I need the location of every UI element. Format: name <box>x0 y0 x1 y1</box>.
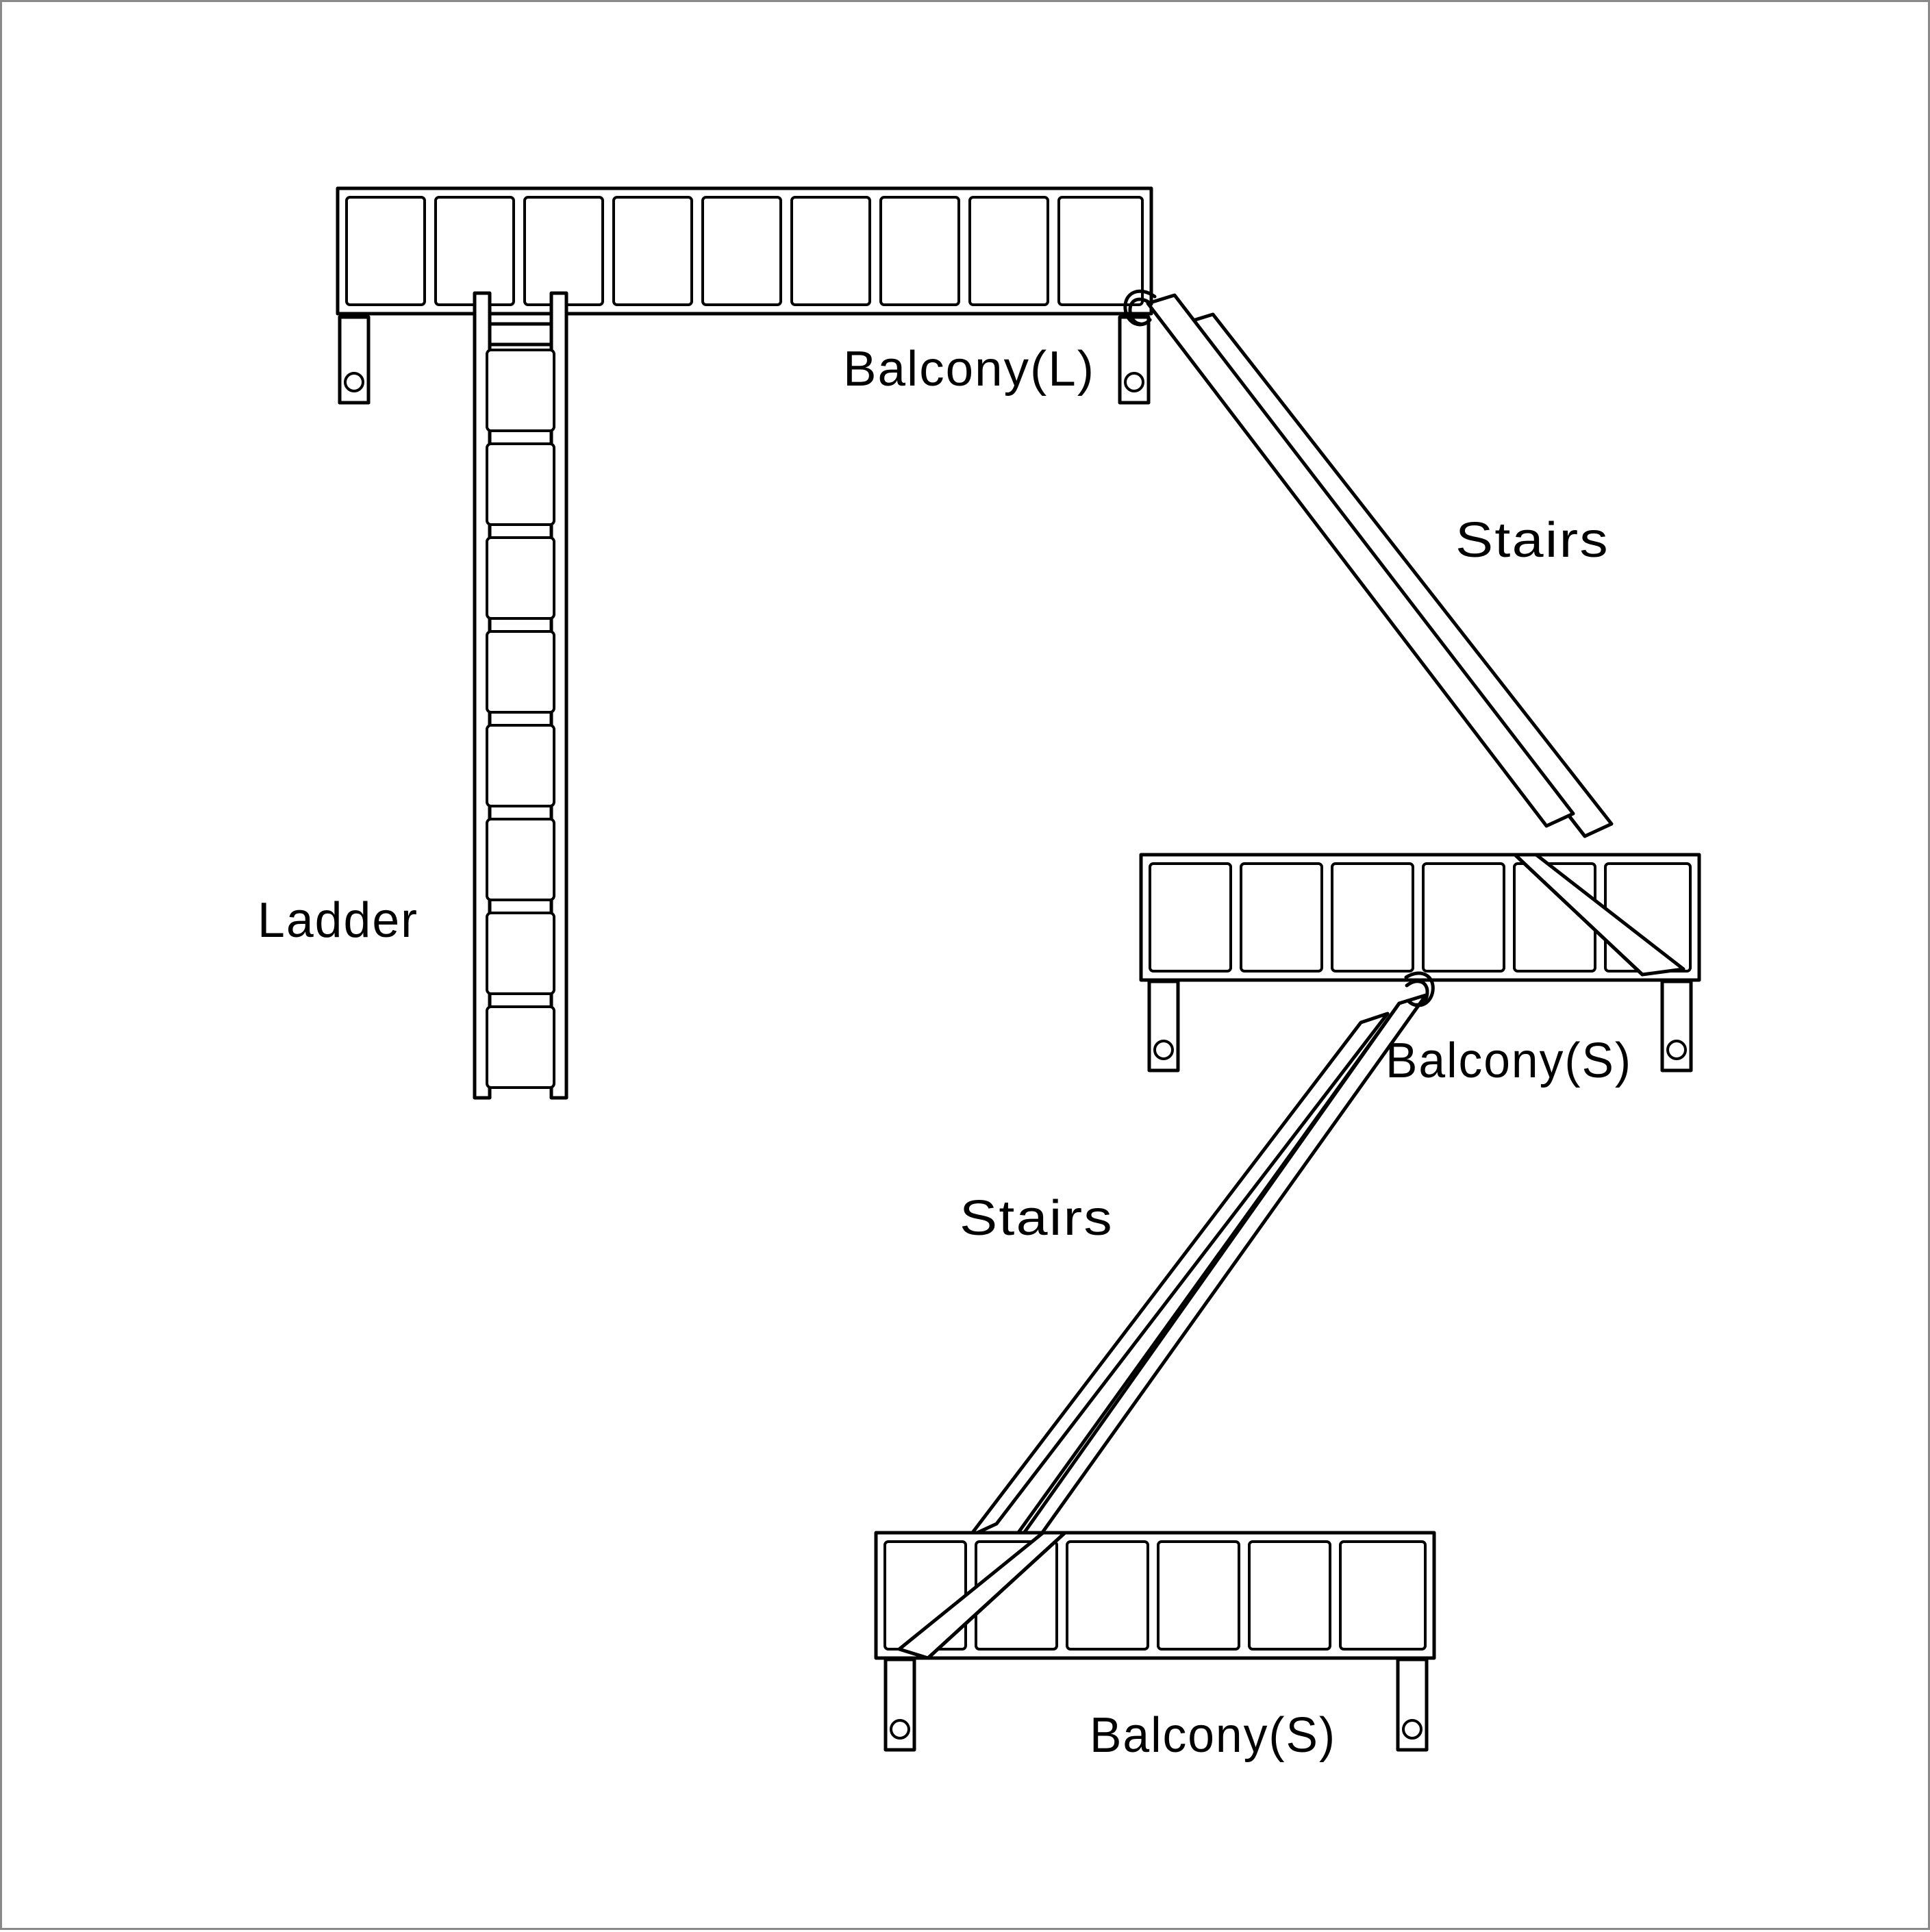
stairs-lower-stringer-back <box>968 1012 1390 1538</box>
bolt-hole-icon <box>1153 1040 1174 1060</box>
balcony-small-bottom-cells <box>883 1540 1427 1651</box>
balcony-cell <box>1157 1540 1240 1651</box>
label-ladder: Ladder <box>258 893 418 948</box>
balcony-cell <box>1422 862 1505 973</box>
balcony-small-mid-cells <box>1149 862 1692 973</box>
ladder-rung <box>486 912 555 995</box>
balcony-cell <box>879 196 960 306</box>
balcony-cell <box>523 196 604 306</box>
stairs-upper-tail-overlay <box>1513 853 1685 977</box>
ladder-rung <box>486 1005 555 1089</box>
balcony-cell <box>434 196 515 306</box>
bolt-hole-icon <box>1402 1719 1423 1740</box>
stairs-lower-stringer-front <box>1006 993 1428 1557</box>
ladder-rung <box>486 536 555 620</box>
stairs-lower-group[interactable] <box>926 971 1435 1660</box>
balcony-cell <box>701 196 782 306</box>
label-balcony-small-bottom: Balcony(S) <box>1090 1708 1336 1763</box>
stairs-upper-stringer-front <box>1146 293 1575 828</box>
bolt-hole-icon <box>1124 372 1144 392</box>
balcony-cell <box>1066 1540 1149 1651</box>
balcony-small-bottom-group[interactable] <box>874 1531 1436 1752</box>
ladder-rung <box>486 630 555 714</box>
balcony-cell <box>345 196 426 306</box>
bolt-hole-icon <box>344 372 364 392</box>
balcony-cell <box>1240 862 1323 973</box>
balcony-cell <box>612 196 693 306</box>
balcony-cell <box>1339 1540 1427 1651</box>
ladder-rung <box>486 724 555 807</box>
ladder-rung <box>486 349 555 432</box>
balcony-cell <box>1331 862 1414 973</box>
label-balcony-large: Balcony(L) <box>843 342 1095 397</box>
label-stairs-upper: Stairs <box>1455 513 1609 568</box>
ladder-group[interactable] <box>473 291 568 1100</box>
balcony-large-cells <box>345 196 1144 306</box>
ladder-rung <box>486 442 555 526</box>
balcony-cell <box>1248 1540 1331 1651</box>
balcony-cell <box>1149 862 1232 973</box>
balcony-cell <box>968 196 1049 306</box>
label-balcony-small-mid: Balcony(S) <box>1386 1033 1632 1088</box>
stairs-upper-group[interactable] <box>1123 289 1614 838</box>
stairs-lower-tail-overlay <box>897 1531 1067 1660</box>
bolt-hole-icon <box>1666 1040 1687 1060</box>
ladder-rung <box>486 818 555 901</box>
bolt-hole-icon <box>890 1719 910 1740</box>
label-stairs-lower: Stairs <box>960 1191 1114 1246</box>
balcony-cell <box>1057 196 1144 306</box>
balcony-cell <box>790 196 871 306</box>
ladder-rungs <box>486 349 555 1089</box>
